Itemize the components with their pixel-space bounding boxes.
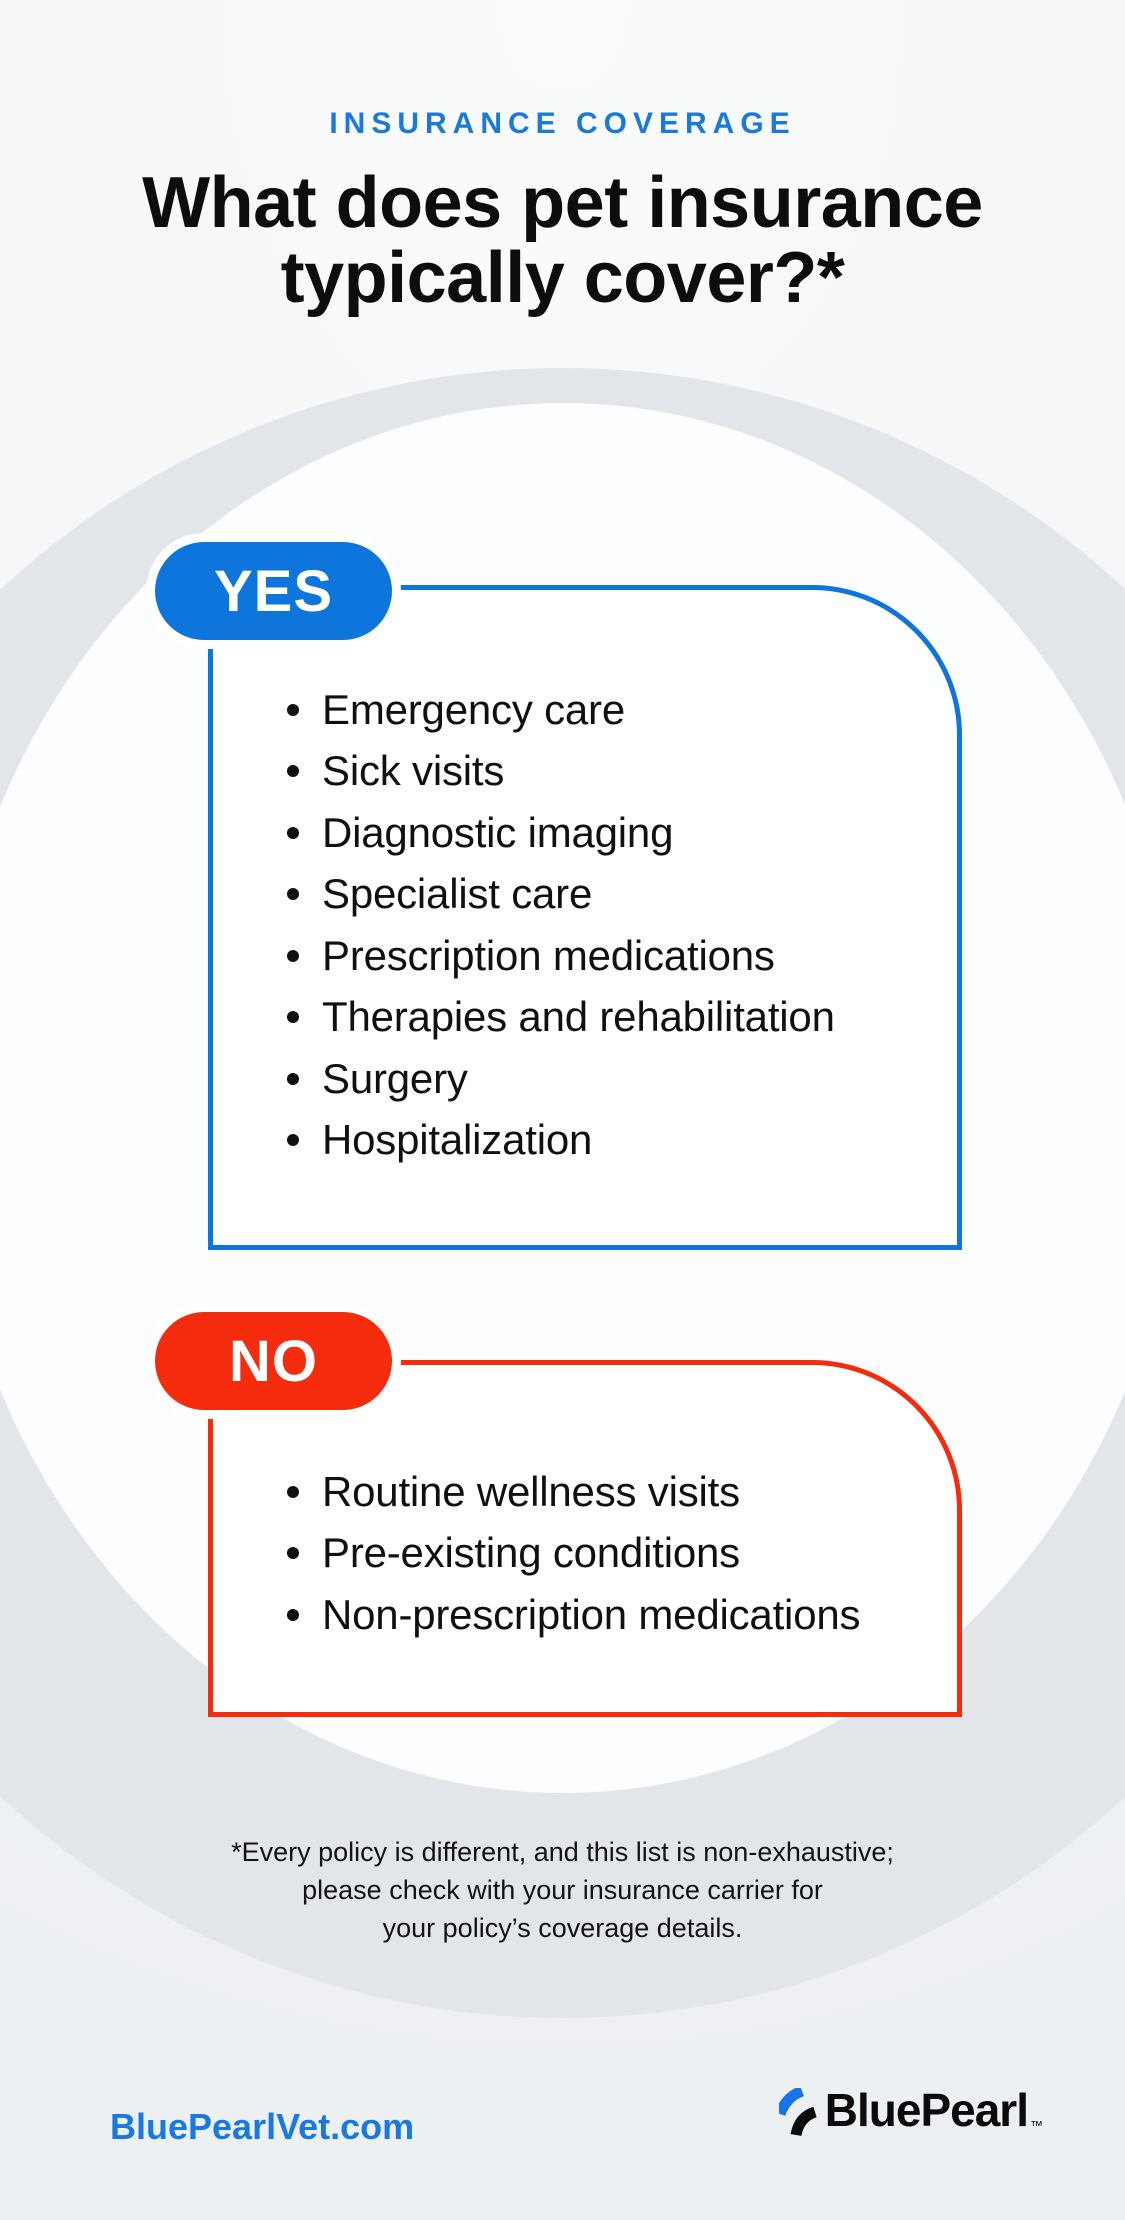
bullet-text: Emergency care (322, 685, 625, 733)
bullet-dot (287, 1011, 299, 1024)
yes-pill-core: YES (155, 542, 392, 640)
no-pill: NO (146, 1303, 401, 1419)
bluepearl-logo: BluePearl ™ (778, 2084, 1043, 2136)
footnote-line-3: your policy’s coverage details. (382, 1913, 743, 1943)
bullet-text: Specialist care (322, 870, 593, 918)
bullet-text: Routine wellness visits (322, 1467, 740, 1515)
eyebrow: INSURANCE COVERAGE (329, 107, 796, 140)
title-line-2: typically cover?* (280, 238, 845, 318)
bullet-dot (287, 949, 299, 962)
footnote: *Every policy is different, and this lis… (0, 1833, 1125, 1947)
trademark-symbol: ™ (1030, 2118, 1043, 2133)
bullet-dot (287, 1485, 299, 1498)
list-item: Non-prescription medications (287, 1584, 957, 1646)
bullet-dot (287, 1608, 299, 1621)
list-item: Prescription medications (287, 925, 957, 987)
list-item: Therapies and rehabilitation (287, 987, 957, 1049)
bullet-dot (287, 765, 299, 778)
bullet-text: Surgery (322, 1054, 468, 1102)
bullet-dot (287, 703, 299, 716)
bullet-dot (287, 826, 299, 839)
list-item: Emergency care (287, 679, 957, 741)
list-item: Specialist care (287, 864, 957, 926)
yes-pill: YES (146, 533, 401, 649)
bullet-text: Prescription medications (322, 931, 775, 979)
yes-pill-label: YES (213, 558, 334, 624)
bullet-text: Therapies and rehabilitation (322, 993, 835, 1041)
title-line-1: What does pet insurance (142, 163, 983, 243)
footnote-line-1: *Every policy is different, and this lis… (231, 1837, 894, 1867)
bullet-dot (287, 1134, 299, 1147)
list-item: Diagnostic imaging (287, 802, 957, 864)
bullet-text: Sick visits (322, 747, 505, 795)
list-item: Sick visits (287, 741, 957, 803)
website-url: BluePearlVet.com (110, 2106, 415, 2147)
list-item: Surgery (287, 1048, 957, 1110)
bullet-dot (287, 888, 299, 901)
brand-wordmark: BluePearl (824, 2084, 1029, 2136)
bullet-dot (287, 1547, 299, 1560)
footnote-line-2: please check with your insurance carrier… (302, 1875, 823, 1905)
bullet-text: Diagnostic imaging (322, 808, 674, 856)
list-item: Pre-existing conditions (287, 1523, 957, 1585)
bullet-text: Pre-existing conditions (322, 1529, 740, 1577)
no-pill-core: NO (155, 1312, 392, 1410)
list-item: Routine wellness visits (287, 1461, 957, 1523)
no-pill-label: NO (229, 1328, 318, 1394)
bluepearl-swoosh-icon (778, 2088, 817, 2136)
bullet-text: Non-prescription medications (322, 1590, 861, 1638)
bullet-text: Hospitalization (322, 1116, 593, 1164)
bullet-dot (287, 1072, 299, 1085)
list-item: Hospitalization (287, 1110, 957, 1172)
